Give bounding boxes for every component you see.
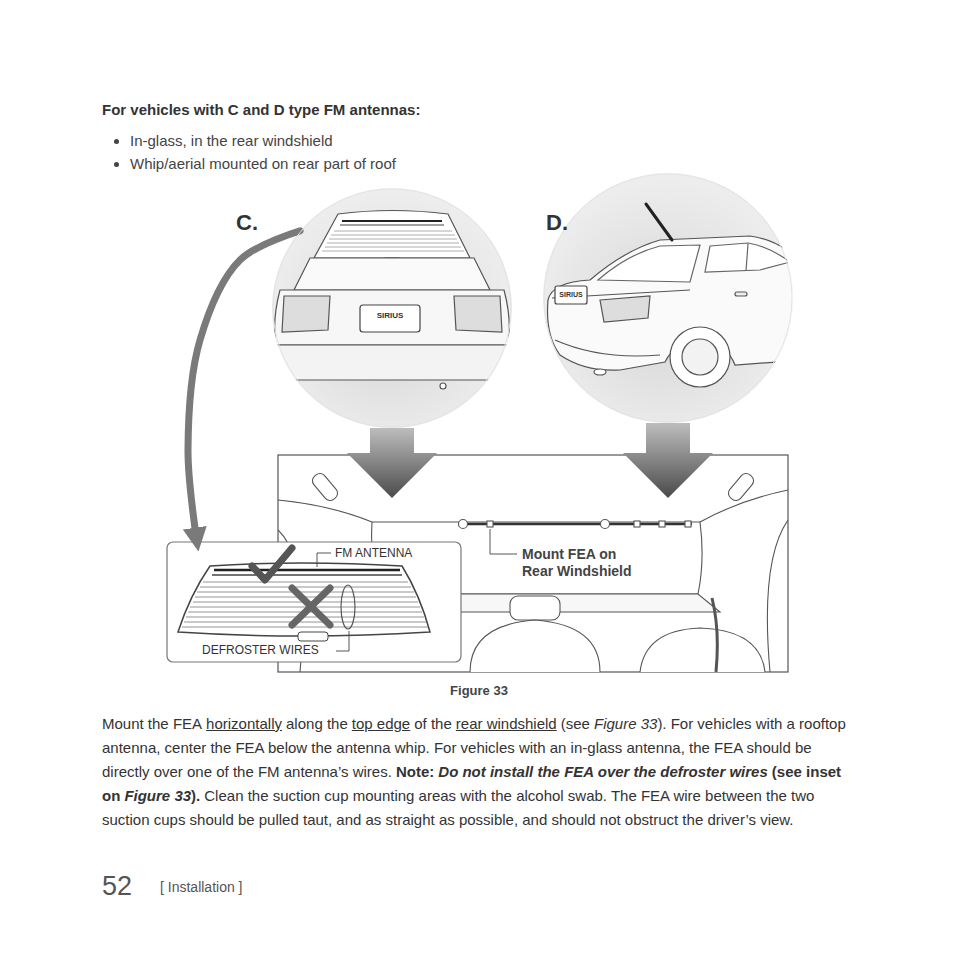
- section-footer: [ Installation ]: [160, 880, 243, 895]
- body-text: Mount the FEA: [102, 715, 202, 732]
- body-text: horizontally: [206, 715, 282, 732]
- plate-text: SIRIUS: [555, 291, 587, 299]
- inset-window: [178, 548, 430, 651]
- circle-outline: [273, 189, 511, 427]
- circle-outline: [544, 174, 792, 422]
- view-circle: C.: [272, 188, 512, 428]
- block-arrow: [623, 423, 713, 498]
- circle-outline: [543, 173, 793, 423]
- figure-caption: Figure 33: [379, 683, 579, 698]
- part-label: FM ANTENNA: [335, 546, 412, 560]
- car-side-view: [548, 204, 806, 387]
- plate-text: SIRIUS: [360, 312, 420, 321]
- part-label: DEFROSTER WIRES: [202, 643, 319, 657]
- body-text: Do not install the FEA over the defroste…: [438, 763, 768, 780]
- curved-arrow: [188, 231, 300, 542]
- car-rear-view: [274, 211, 511, 390]
- bullet-item: In-glass, in the rear windshield: [130, 129, 396, 152]
- body-text: (see: [561, 715, 590, 732]
- view-letter: D.: [546, 210, 568, 236]
- section-heading: For vehicles with C and D type FM antenn…: [102, 101, 420, 118]
- body-text: Note:: [396, 763, 434, 780]
- bullet-text: In-glass, in the rear windshield: [130, 132, 333, 149]
- body-text: ).: [191, 787, 200, 804]
- view-circle: D.: [543, 173, 793, 423]
- interior-view: Mount FEA on Rear Windshield: [278, 455, 788, 672]
- body-text: (see inset on: [102, 763, 841, 804]
- block-arrow: [347, 428, 437, 498]
- body-text: Figure 33: [124, 787, 191, 804]
- mount-note: Mount FEA on Rear Windshield: [522, 546, 644, 580]
- body-text: top edge: [352, 715, 410, 732]
- body-text: along the: [286, 715, 348, 732]
- body-text: ). For vehicles with a rooftop antenna, …: [102, 715, 846, 780]
- inset-panel: [167, 542, 461, 662]
- body-text: Figure 33: [594, 715, 657, 732]
- body-text: Clean the suction cup mounting areas wit…: [102, 787, 814, 828]
- view-bubble: [272, 188, 512, 428]
- body-text: rear windshield: [456, 715, 557, 732]
- bullet-item: Whip/aerial mounted on rear part of roof: [130, 152, 396, 175]
- page-number: 52: [102, 872, 132, 902]
- bullet-list: In-glass, in the rear windshieldWhip/aer…: [112, 129, 396, 175]
- body-text: of the: [414, 715, 452, 732]
- body-paragraph: Mount the FEAhorizontallyalong thetop ed…: [102, 712, 854, 832]
- view-letter: C.: [236, 210, 258, 236]
- bullet-text: Whip/aerial mounted on rear part of roof: [130, 155, 396, 172]
- inset-view: FM ANTENNA DEFROSTER WIRES: [167, 542, 461, 662]
- circle-outline: [272, 188, 512, 428]
